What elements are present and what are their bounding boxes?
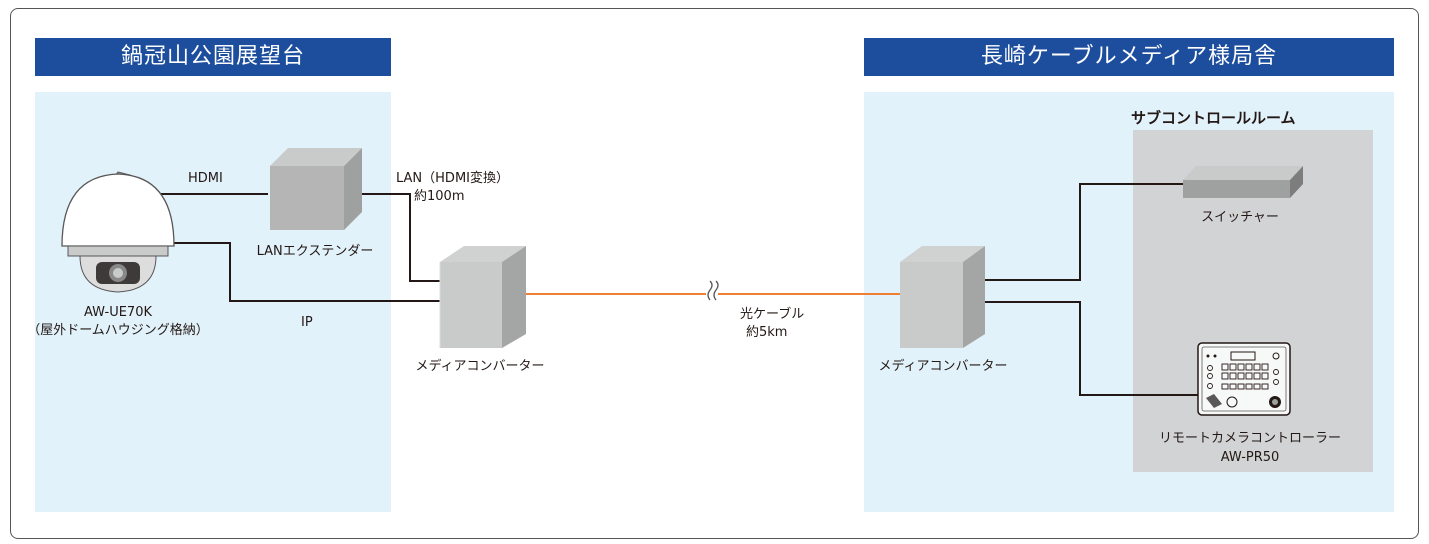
fiber-label-line1: 光ケーブル: [740, 307, 805, 322]
switcher-icon: [1183, 166, 1303, 198]
hdmi-label: HDMI: [188, 171, 223, 186]
switcher-label: スイッチャー: [1201, 210, 1279, 225]
media-converter-left-icon: [439, 246, 526, 348]
lan-cable: [360, 193, 440, 282]
controller-cable: [985, 301, 1198, 396]
lan-label-line2: 約100m: [414, 189, 465, 204]
controller-model-label: AW-PR50: [1220, 450, 1280, 465]
right-site-title: 長崎ケーブルメディア様局舎: [864, 38, 1394, 76]
controller-label: リモートカメラコントローラー: [1158, 431, 1341, 446]
camera-note-label: （屋外ドームハウジング格納）: [27, 323, 209, 338]
media-converter-right-label: メディアコンバーター: [878, 359, 1008, 374]
left-site-title: 鍋冠山公園展望台: [35, 38, 391, 76]
media-converter-right-icon: [900, 246, 985, 348]
ip-cable: [174, 242, 440, 302]
sub-control-room-title: サブコントロールルーム: [1131, 109, 1296, 127]
lan-extender-label: LANエクステンダー: [256, 244, 374, 259]
switcher-cable: [985, 183, 1183, 281]
ip-label: IP: [301, 315, 313, 330]
cable-break-icon: [707, 280, 719, 301]
dome-camera-icon: [61, 171, 175, 293]
lan-extender-icon: [270, 148, 362, 230]
remote-controller-icon: [1197, 342, 1291, 416]
lan-label-line1: LAN（HDMI変換）: [396, 171, 509, 186]
camera-model-label: AW-UE70K: [84, 305, 152, 320]
media-converter-left-label: メディアコンバーター: [415, 359, 545, 374]
fiber-label-line2: 約5km: [746, 325, 788, 340]
